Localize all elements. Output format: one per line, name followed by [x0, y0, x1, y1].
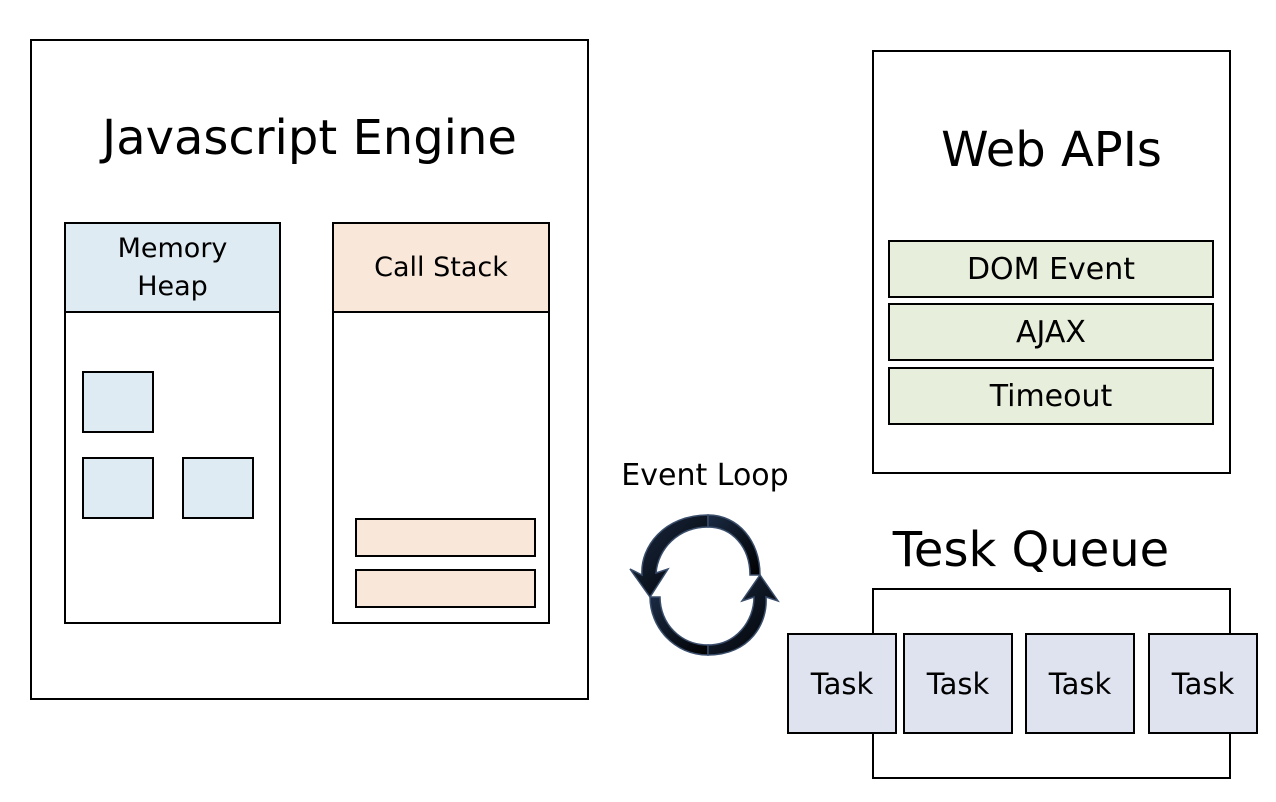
memory-heap-box: Memory Heap — [64, 222, 281, 624]
memory-heap-label-line1: Memory — [117, 232, 228, 264]
task-item: Task — [903, 633, 1013, 734]
event-loop-left-arrow — [629, 514, 709, 599]
javascript-engine-title: Javascript Engine — [102, 110, 517, 166]
web-apis-title: Web APIs — [941, 122, 1162, 178]
event-loop-left-tail — [649, 596, 709, 656]
web-api-ajax: AJAX — [888, 303, 1214, 361]
memory-heap-block — [182, 457, 254, 519]
call-stack-header: Call Stack — [334, 224, 548, 313]
task-item: Task — [1148, 633, 1258, 734]
memory-heap-header: Memory Heap — [66, 224, 279, 313]
memory-heap-label-line2: Heap — [137, 270, 208, 302]
event-loop-right-tail — [707, 514, 761, 576]
call-stack-box: Call Stack — [332, 222, 550, 624]
call-stack-frame — [355, 569, 536, 608]
event-loop-right-arrow — [707, 573, 780, 656]
task-item: Task — [1025, 633, 1135, 734]
event-loop-label: Event Loop — [621, 458, 789, 493]
web-api-timeout: Timeout — [888, 367, 1214, 425]
task-item: Task — [787, 633, 897, 734]
call-stack-frame — [355, 518, 536, 557]
task-queue-title: Tesk Queue — [892, 522, 1170, 578]
web-api-dom-event: DOM Event — [888, 240, 1214, 298]
memory-heap-block — [82, 457, 154, 519]
memory-heap-block — [82, 371, 154, 433]
circular-arrows-icon — [629, 514, 780, 656]
